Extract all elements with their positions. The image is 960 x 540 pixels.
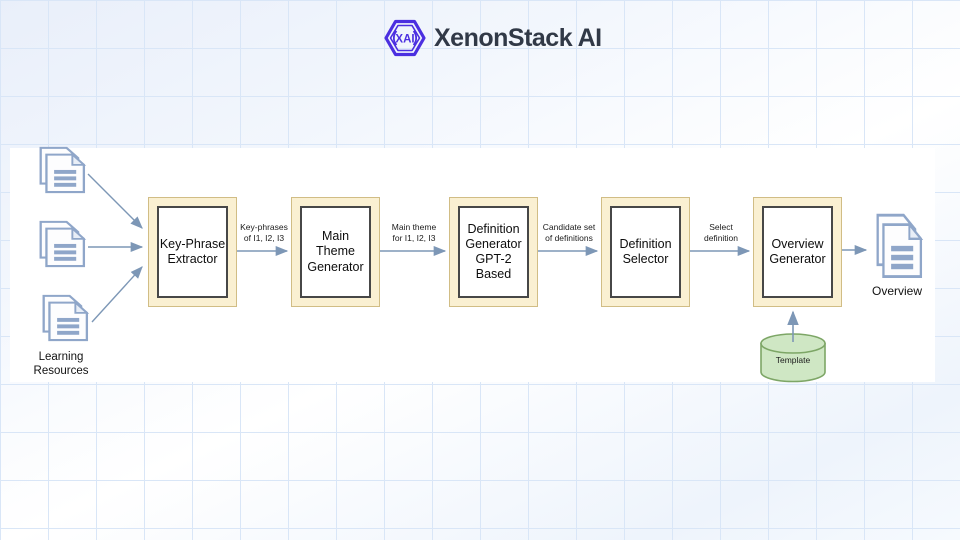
node-label: Main Theme Generator	[300, 206, 371, 298]
edge-label-main-theme: Main theme for I1, I2, I3	[391, 222, 437, 243]
logo-monogram: XAI	[395, 34, 414, 46]
edge-label-select-definition: Select definition	[703, 222, 739, 243]
brand-logo: XAI XenonStack AI	[383, 15, 602, 61]
node-label: Definition Generator GPT-2 Based	[458, 206, 529, 298]
node-main-theme-generator: Main Theme Generator	[291, 197, 380, 307]
node-label: Definition Selector	[610, 206, 681, 298]
xenonstack-hexagon-icon: XAI	[384, 19, 426, 57]
edge-label-candidate-set: Candidate set of definitions	[542, 222, 596, 243]
node-definition-generator: Definition Generator GPT-2 Based	[449, 197, 538, 307]
overview-output-label: Overview	[871, 284, 922, 298]
node-key-phrase-extractor: Key-Phrase Extractor	[148, 197, 237, 307]
brand-name: XenonStack AI	[434, 23, 602, 52]
template-datastore-label: Template	[775, 355, 811, 365]
node-definition-selector: Definition Selector	[601, 197, 690, 307]
node-label: Key-Phrase Extractor	[157, 206, 228, 298]
node-overview-generator: Overview Generator	[753, 197, 842, 307]
learning-resources-label: Learning Resources	[33, 351, 89, 377]
node-label: Overview Generator	[762, 206, 833, 298]
edge-label-key-phrases: Key-phrases of I1, I2, I3	[240, 222, 288, 243]
